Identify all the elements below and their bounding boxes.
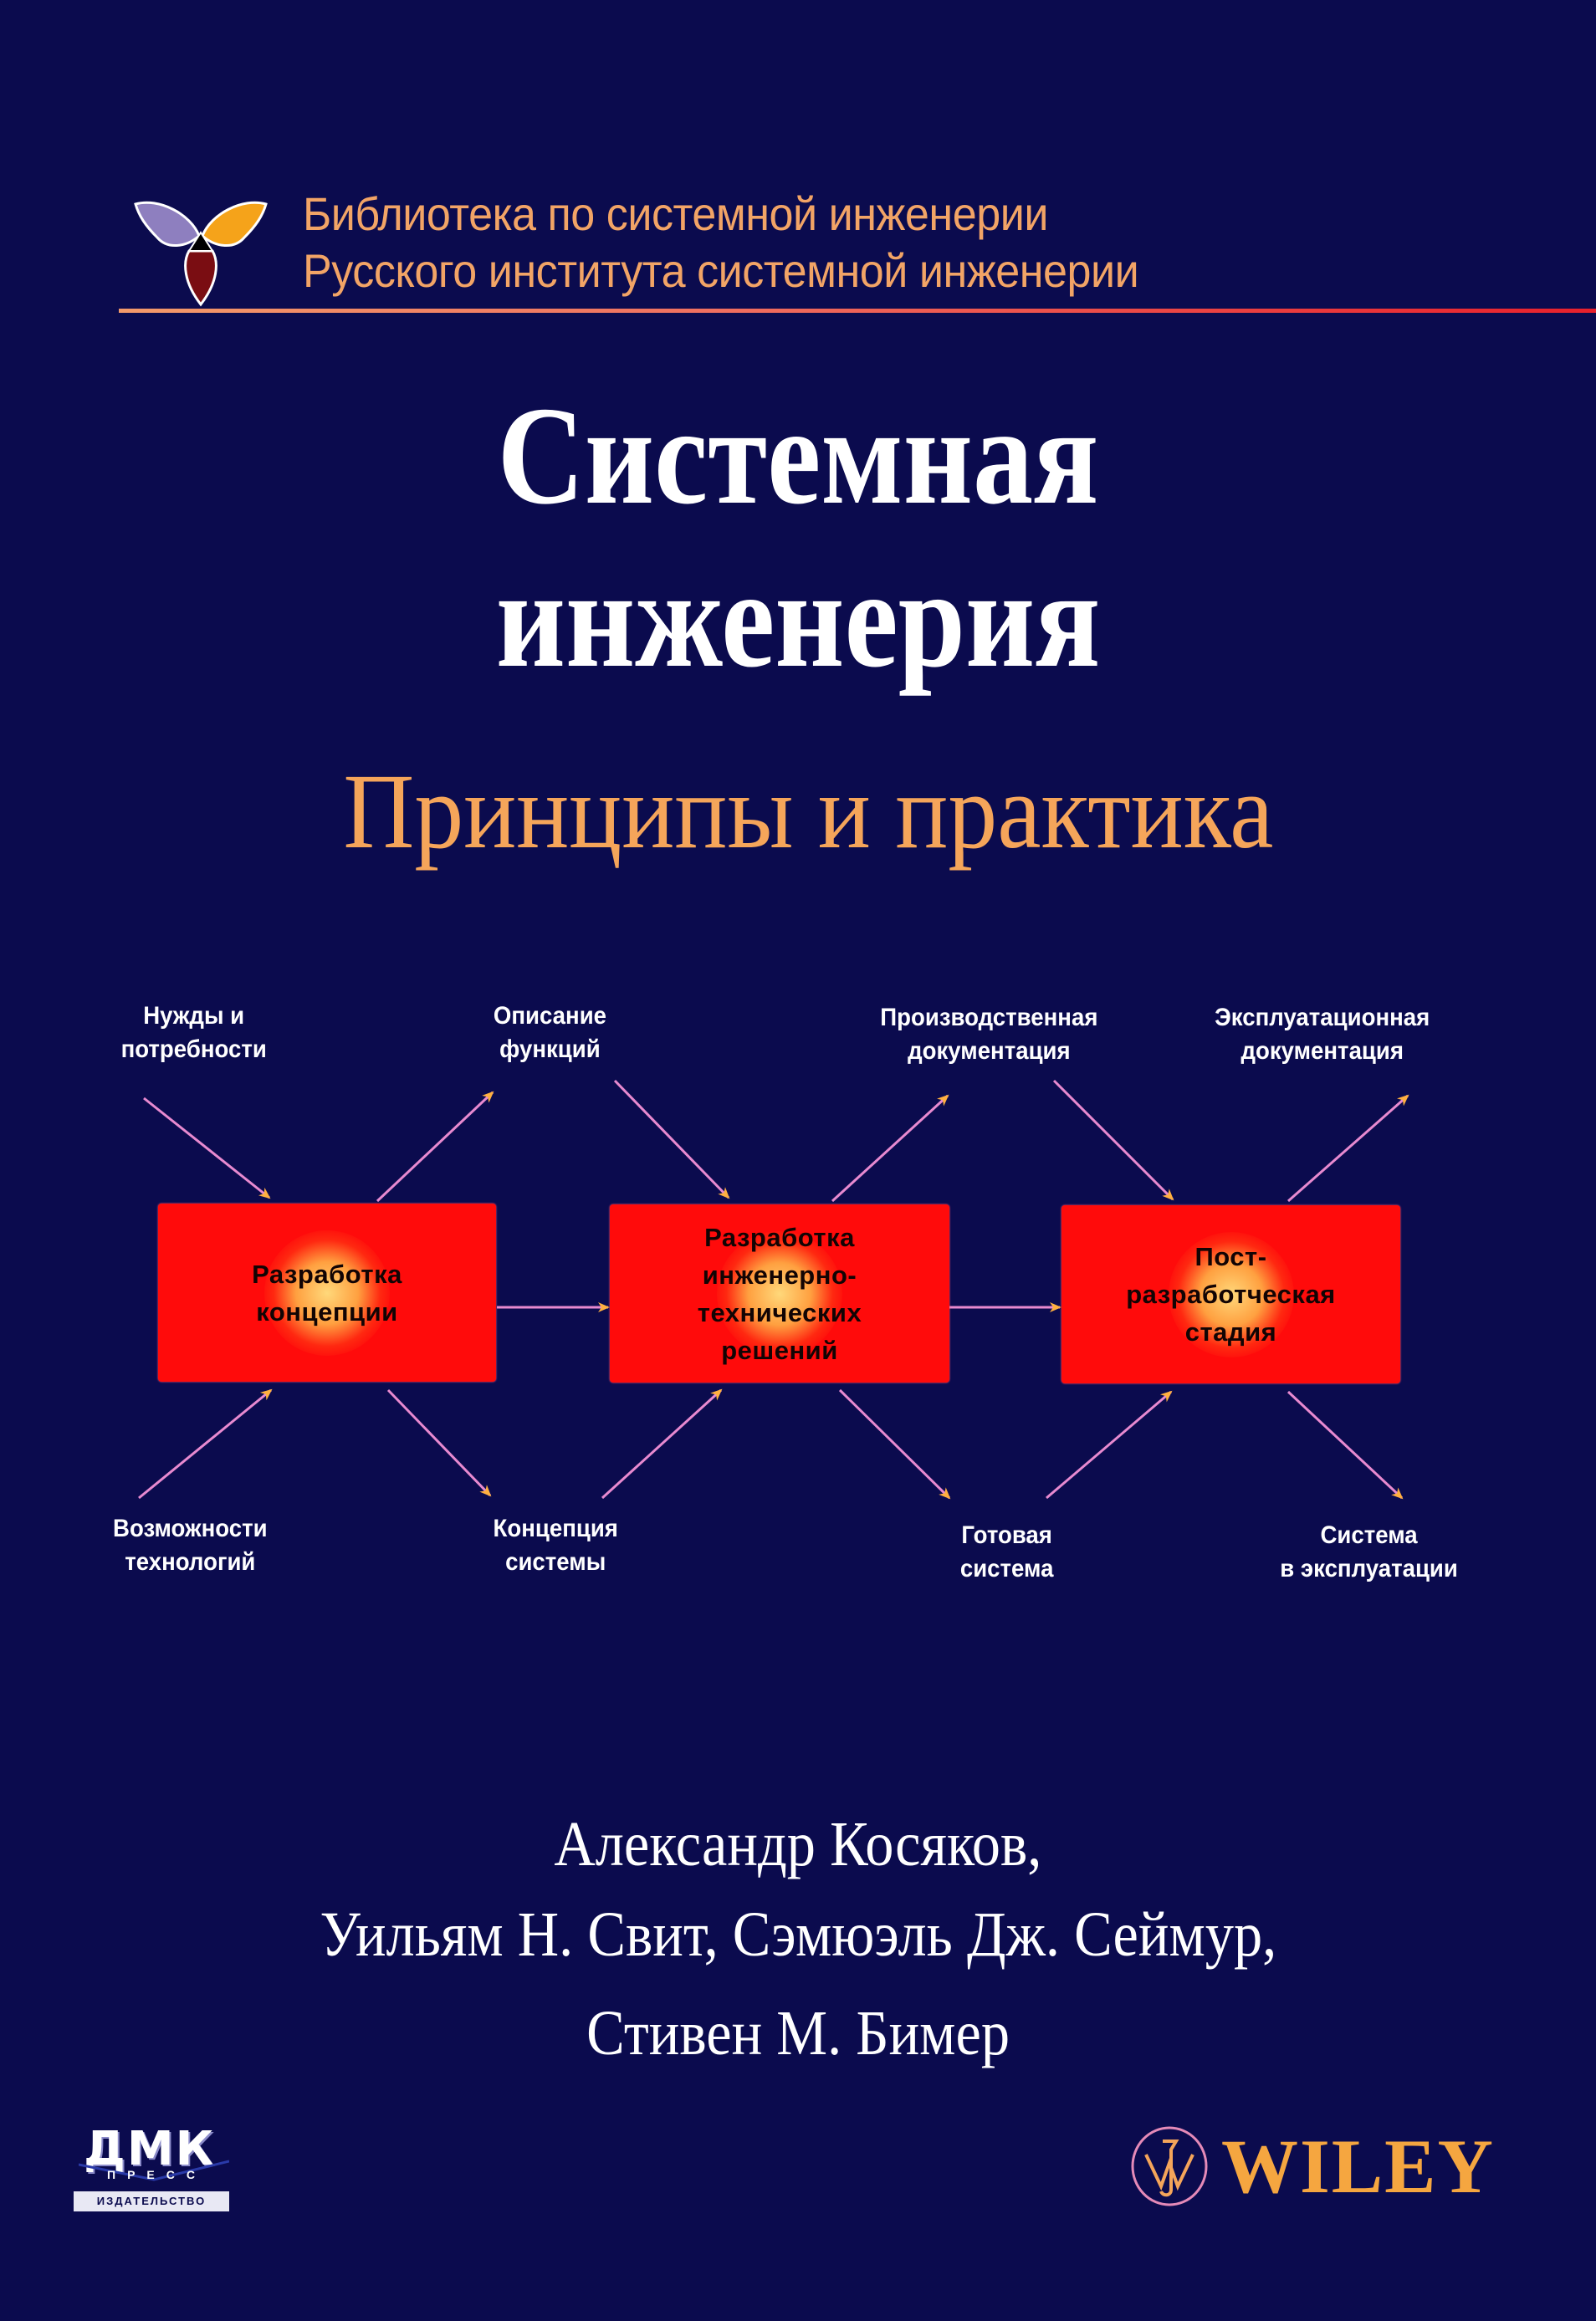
arrow-engineering-to-finished-system (838, 1388, 951, 1500)
arrow-post-to-operational-docs (1287, 1094, 1409, 1203)
dmk-logo-caption: ИЗДАТЕЛЬСТВО (74, 2191, 229, 2211)
book-subtitle: Принципы и практика (342, 752, 1274, 871)
arrow-system-concept-to-engineering (601, 1388, 723, 1500)
authors-line-3: Стивен М. Бимер (586, 1998, 1010, 2068)
separator-line (119, 309, 1596, 313)
wiley-wordmark: WILEY (1221, 2124, 1495, 2209)
arrow-needs-to-concept (143, 1097, 271, 1199)
dmk-swoosh-icon (79, 2160, 229, 2181)
dmk-logo-main: ДМК (84, 2122, 216, 2176)
series-title: Библиотека по системной инженерии Русско… (303, 186, 1139, 299)
series-line-1: Библиотека по системной инженерии (303, 187, 1048, 240)
wiley-monogram-icon (1131, 2126, 1208, 2206)
authors-line-2: Уильям Н. Свит, Сэмюэль Дж. Сеймур, (320, 1899, 1276, 1970)
arrow-post-to-system-in-operation (1287, 1390, 1404, 1500)
arrow-concept-to-functions (376, 1091, 494, 1203)
book-title-line-2: инженерия (495, 541, 1101, 697)
book-title-line-1: Системная (497, 378, 1099, 534)
wiley-publisher-logo: WILEY (1129, 2124, 1493, 2208)
arrow-functions-to-engineering (613, 1079, 730, 1199)
authors-line-1: Александр Косяков, (554, 1809, 1042, 1879)
dmk-logo-sub: ПРЕСС (107, 2168, 207, 2181)
series-line-2: Русского института системной инженерии (303, 244, 1139, 297)
arrow-technology-to-concept (138, 1388, 273, 1500)
arrow-production-docs-to-post (1052, 1079, 1174, 1201)
arrow-concept-to-system-concept (386, 1388, 492, 1497)
arrow-finished-system-to-post (1046, 1390, 1173, 1500)
dmk-publisher-logo: ДМК ПРЕСС ИЗДАТЕЛЬСТВО (74, 2124, 233, 2216)
arrow-engineering-to-production-docs (831, 1094, 949, 1203)
trefoil-logo-icon (134, 201, 268, 307)
